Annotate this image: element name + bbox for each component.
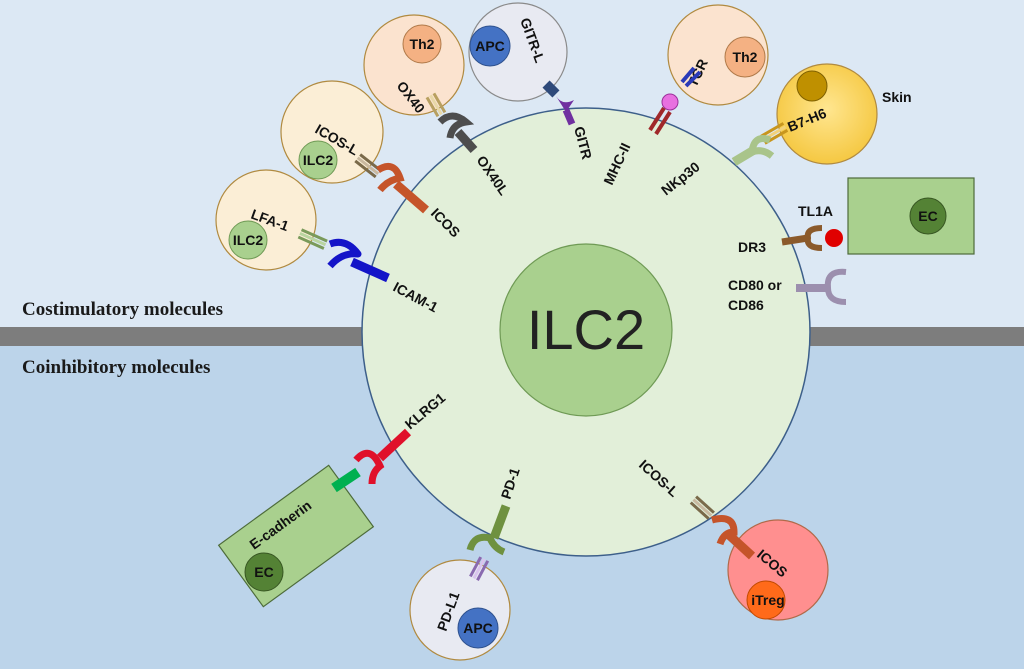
tcr-chain-a xyxy=(684,70,702,88)
mhc2-chain-a xyxy=(648,106,666,132)
treg-cell-label: iTreg xyxy=(751,592,784,608)
gitrl-ligand xyxy=(542,80,560,98)
cd80-cd86-receptor-group: CD80 or CD86 xyxy=(728,268,847,313)
ec-tl1a-label: EC xyxy=(918,208,937,224)
costimulatory-heading: Costimulatory molecules xyxy=(22,299,223,320)
pd1-pdl1-pair: APC PD-L1 PD-1 xyxy=(409,465,523,661)
ec-ecadherin-label: EC xyxy=(254,564,273,580)
ilc2-icosl-core xyxy=(298,140,338,180)
th2-ox40-cell-label: Th2 xyxy=(410,36,435,52)
klrg1-stem xyxy=(376,428,412,462)
apc-gitr-core xyxy=(469,25,511,67)
lfa1-receptor xyxy=(297,228,328,250)
tl1a-ligand xyxy=(825,229,843,247)
pd1-receptor xyxy=(466,533,506,556)
icos-top-receptor xyxy=(376,162,405,193)
icosl-top-ligand xyxy=(354,153,382,179)
cd80-label-line1: CD80 or xyxy=(728,277,782,293)
skin-label: Skin xyxy=(882,89,912,105)
apc-pdl1-core xyxy=(457,607,499,649)
skin-cell xyxy=(776,63,878,165)
dr3-stem xyxy=(781,234,809,246)
skin-cell-core xyxy=(796,70,828,102)
ilc2-lfa1-cell-label: ILC2 xyxy=(233,232,264,248)
th2-tcr-cell-label: Th2 xyxy=(733,49,758,65)
dr3-label: DR3 xyxy=(738,239,766,255)
icos-bottom-receptor xyxy=(711,515,738,546)
ox40-ox40l-pair: Th2 OX40 OX40L xyxy=(363,14,512,198)
coinhibitory-heading: Coinhibitory molecules xyxy=(22,357,210,378)
gitr-receptor xyxy=(556,96,574,112)
th2-ox40-core xyxy=(402,24,442,64)
ec-ecadherin-core xyxy=(244,552,284,592)
ox40l-stem xyxy=(454,129,478,153)
mhc2-tcr-pair: Th2 TCR MHC-II xyxy=(600,4,769,187)
ilc2-center-label: ILC2 xyxy=(527,298,645,361)
icos-top-stem xyxy=(393,180,429,214)
gitr-stem xyxy=(562,108,576,126)
ox40l-receptor xyxy=(437,112,475,139)
tcr-chain-b xyxy=(680,66,696,84)
apc-pdl1-cell-label: APC xyxy=(463,620,493,636)
ilc2-icosl-cell-label: ILC2 xyxy=(303,152,334,168)
dr3-tl1a-pair: EC TL1A DR3 xyxy=(738,177,975,255)
treg-core xyxy=(746,580,786,620)
apc-pdl1-cell xyxy=(409,559,511,661)
ox40-ligand xyxy=(425,92,447,118)
ec-tl1a-core xyxy=(909,197,947,235)
icam1-stem xyxy=(350,257,390,283)
pdl1-ligand xyxy=(469,556,490,581)
pd1-stem xyxy=(489,504,511,540)
icosl-icos-top-pair: ILC2 ICOS-L ICOS xyxy=(280,80,463,240)
cd80-label-line2: CD86 xyxy=(728,297,764,313)
th2-tcr-core xyxy=(724,36,766,78)
ilc2-lfa1-core xyxy=(228,220,268,260)
mhc2-chain-b xyxy=(654,110,672,136)
tl1a-label: TL1A xyxy=(798,203,833,219)
antigen-peptide xyxy=(661,93,679,111)
icosl-bottom-ligand xyxy=(689,495,715,520)
icos-bottom-stem xyxy=(724,530,756,560)
klrg1-ecadherin-pair: EC E-cadherin KLRG1 xyxy=(217,389,448,608)
ecadherin-ligand xyxy=(331,467,361,493)
icam1-receptor xyxy=(327,238,362,269)
klrg1-receptor xyxy=(353,449,385,485)
nkp30-stem xyxy=(731,146,757,166)
ilc2-nucleus xyxy=(499,243,673,417)
apc-gitr-cell-label: APC xyxy=(475,38,505,54)
